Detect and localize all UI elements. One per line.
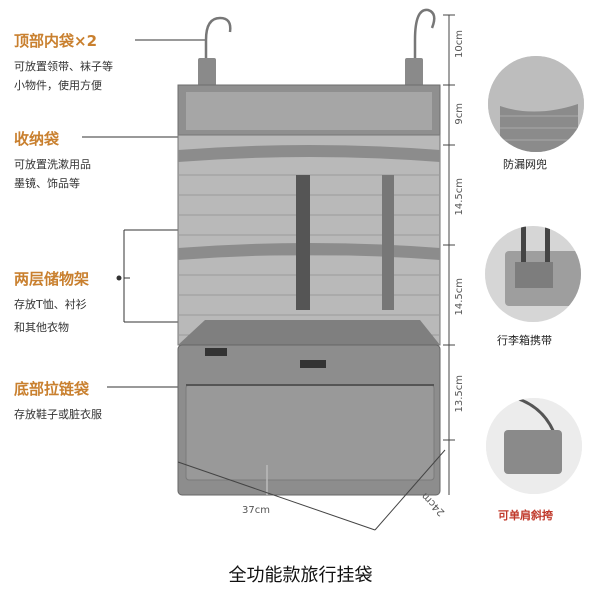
dimension-lines bbox=[177, 14, 455, 531]
dim-h1: 10cm bbox=[454, 30, 465, 58]
detail-shoulder bbox=[486, 398, 582, 494]
detail-caption-red: 可单肩斜挎 bbox=[498, 509, 553, 522]
dim-h3: 14.5cm bbox=[454, 178, 465, 216]
label-line: 存放鞋子或脏衣服 bbox=[14, 408, 102, 421]
label-bottom-zip: 底部拉链袋 存放鞋子或脏衣服 bbox=[14, 378, 102, 424]
label-storage-bag: 收纳袋 可放置洗漱用品 墨镜、饰品等 bbox=[14, 128, 91, 193]
dim-h5: 13.5cm bbox=[454, 375, 465, 413]
detail-mesh-pocket bbox=[488, 56, 584, 152]
label-line: 小物件，使用方便 bbox=[14, 79, 102, 92]
shoulder-bag-icon bbox=[486, 398, 582, 494]
mesh-pocket-icon bbox=[488, 56, 584, 152]
detail-caption: 防漏网兜 bbox=[503, 158, 547, 171]
detail-luggage bbox=[485, 226, 581, 322]
product-caption: 全功能款旅行挂袋 bbox=[228, 565, 373, 586]
leader-dot bbox=[116, 275, 122, 281]
label-line: 存放T恤、衬衫 bbox=[14, 298, 87, 311]
label-two-shelves: 两层储物架 存放T恤、衬衫 和其他衣物 bbox=[14, 268, 89, 337]
leader-lines bbox=[82, 39, 205, 388]
label-line: 和其他衣物 bbox=[14, 321, 69, 334]
label-line: 墨镜、饰品等 bbox=[14, 177, 80, 190]
dim-h4: 14.5cm bbox=[454, 278, 465, 316]
label-title: 两层储物架 bbox=[14, 270, 90, 288]
dim-width: 37cm bbox=[242, 505, 270, 516]
label-title: 收纳袋 bbox=[14, 130, 60, 148]
luggage-strap-icon bbox=[485, 226, 581, 322]
dim-h2: 9cm bbox=[454, 103, 465, 125]
hanger-icon bbox=[204, 8, 436, 85]
label-line: 可放置领带、袜子等 bbox=[14, 60, 113, 73]
label-title: 底部拉链袋 bbox=[14, 380, 90, 398]
detail-caption: 行李箱携带 bbox=[497, 334, 552, 347]
label-line: 可放置洗漱用品 bbox=[14, 158, 91, 171]
label-title: 顶部内袋×2 bbox=[14, 32, 98, 50]
label-top-pockets: 顶部内袋×2 可放置领带、袜子等 小物件，使用方便 bbox=[14, 30, 113, 95]
